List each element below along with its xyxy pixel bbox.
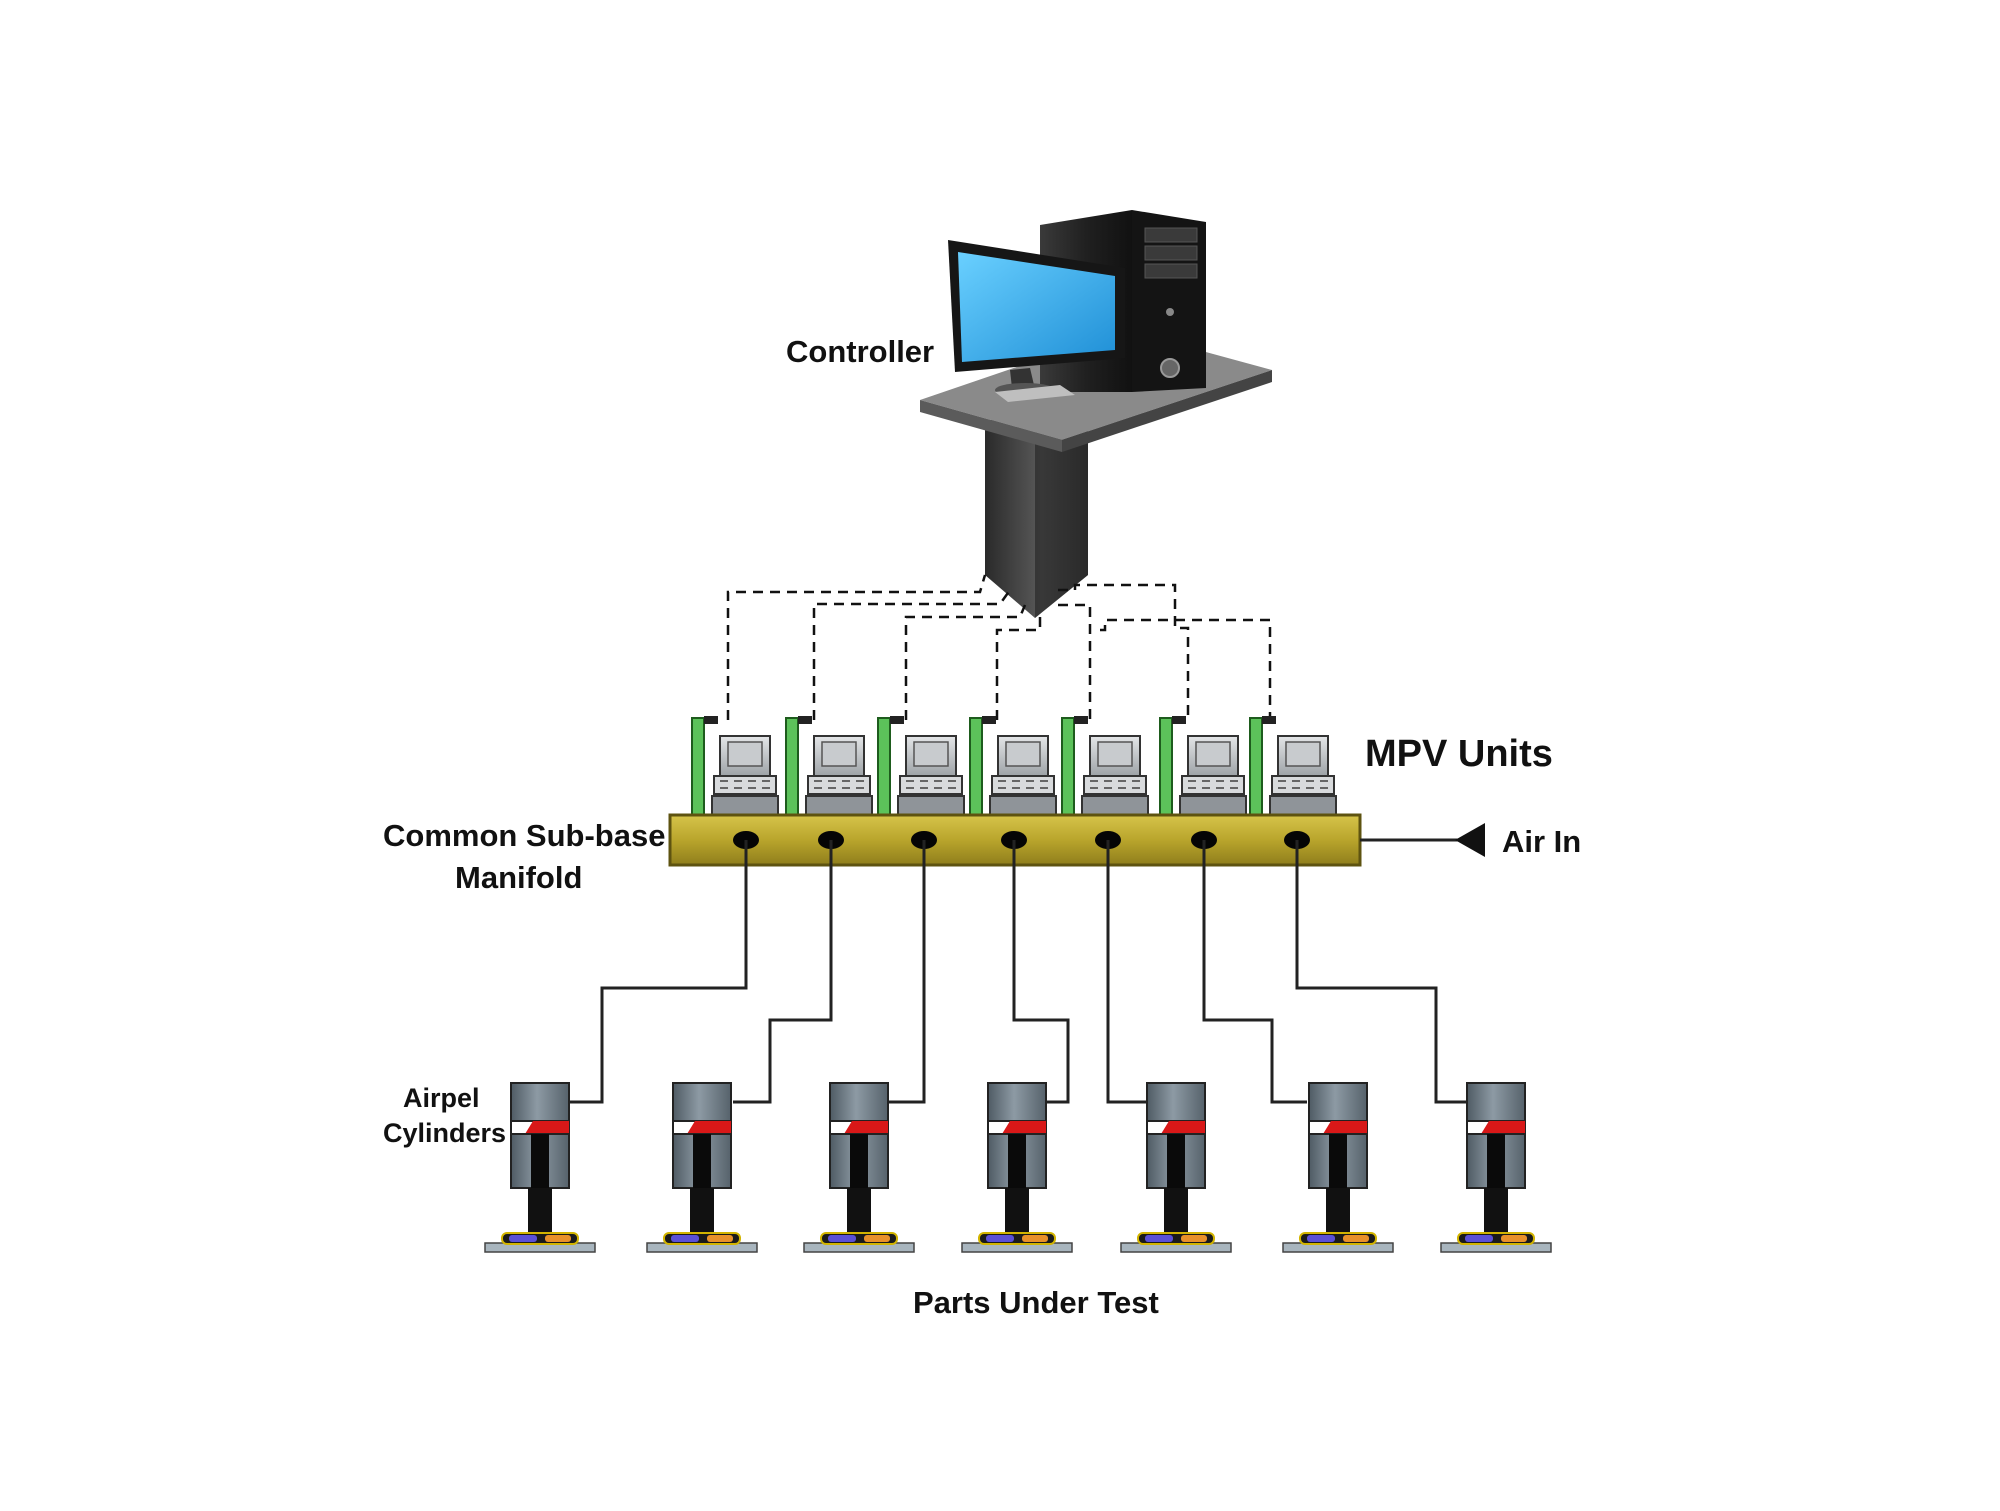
controller-label: Controller [786,334,934,369]
test-part-icon [1282,1232,1394,1253]
airpel-cylinders [484,1082,1552,1253]
pneumatic-cylinder-icon [803,1082,915,1253]
air-tube [733,840,833,1104]
mpv-units [691,716,1337,816]
valve-rail [1159,717,1173,816]
mpv-unit [1159,716,1247,816]
test-part-icon [1440,1232,1552,1253]
air-tube [570,840,748,1104]
valve-rail [691,717,705,816]
pneumatic-cylinder-icon [646,1082,758,1253]
cylinders-label-line1: Airpel [403,1083,480,1113]
connector-cap [1262,716,1276,724]
valve-rail [1061,717,1075,816]
signal-line [812,589,1012,720]
air-in-label: Air In [1502,824,1581,859]
pneumatic-cylinder-icon [484,1082,596,1253]
parts-under-test-label: Parts Under Test [913,1285,1159,1320]
signal-line [995,615,1042,720]
signal-line [904,604,1027,720]
connector-cap [1074,716,1088,724]
piston-rod [690,1188,714,1233]
air-inlet-arrow-icon [1455,823,1485,857]
connector-cap [1172,716,1186,724]
air-tubing [570,840,1468,1104]
manifold-label-line2: Manifold [455,860,582,895]
valve-rail [785,717,799,816]
air-tube [1295,840,1468,1104]
test-part-icon [1120,1232,1232,1253]
test-part-icon [646,1232,758,1253]
valve-rail [969,717,983,816]
valve-unit-icon [989,735,1057,816]
connector-cap [890,716,904,724]
mpv-unit [877,716,965,816]
test-part-icon [803,1232,915,1253]
signal-line [1058,583,1190,720]
connector-cap [982,716,996,724]
signal-lines [726,574,1272,720]
mpv-unit [1249,716,1337,816]
mpv-units-label: MPV Units [1365,733,1553,775]
piston-rod [528,1188,552,1233]
test-part-icon [961,1232,1073,1253]
pneumatic-cylinder-icon [961,1082,1073,1253]
signal-line [726,574,987,720]
pneumatic-cylinder-icon [1120,1082,1232,1253]
manifold-label-line1: Common Sub-base [383,818,665,853]
controller-station: Controller [786,210,1272,618]
mpv-unit [969,716,1057,816]
connector-cap [704,716,718,724]
piston-rod [847,1188,871,1233]
valve-unit-icon [1269,735,1337,816]
connector-cap [798,716,812,724]
mpv-unit [1061,716,1149,816]
air-tube [1012,840,1070,1104]
cylinders-label-line2: Cylinders [383,1118,506,1148]
valve-unit-icon [897,735,965,816]
valve-unit-icon [1081,735,1149,816]
desktop-computer-icon [948,240,1125,402]
valve-unit-icon [711,735,779,816]
pneumatic-cylinder-icon [1440,1082,1552,1253]
air-tube [1106,840,1147,1104]
mpv-unit [785,716,873,816]
piston-rod [1005,1188,1029,1233]
air-tube [888,840,926,1104]
pneumatic-cylinder-icon [1282,1082,1394,1253]
mpv-unit [691,716,779,816]
signal-line [1058,603,1092,720]
valve-rail [877,717,891,816]
piston-rod [1164,1188,1188,1233]
air-inlet: Air In [1360,823,1581,859]
air-tube [1202,840,1307,1104]
test-part-icon [484,1232,596,1253]
valve-rail [1249,717,1263,816]
signal-line [1100,618,1272,720]
pedestal-icon [985,420,1088,618]
valve-unit-icon [1179,735,1247,816]
piston-rod [1326,1188,1350,1233]
piston-rod [1484,1188,1508,1233]
valve-unit-icon [805,735,873,816]
